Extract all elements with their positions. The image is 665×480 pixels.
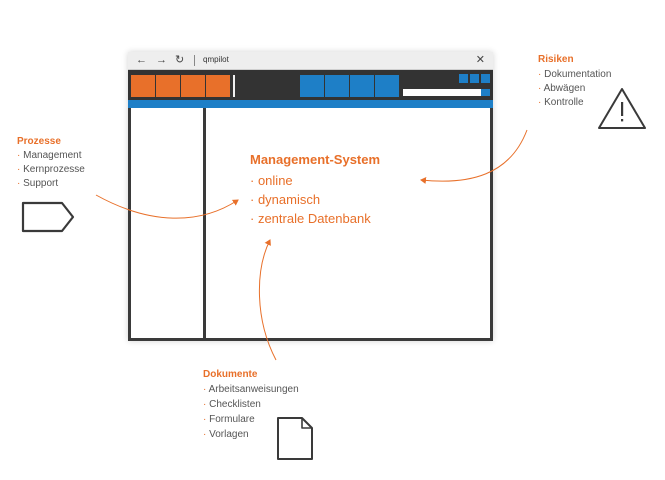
mini-tile-1[interactable]	[459, 74, 468, 83]
dokumente-arrow	[258, 239, 277, 361]
dokumente-item: · Checklisten	[203, 399, 261, 410]
search-input[interactable]	[403, 89, 481, 96]
toolbar-divider	[233, 75, 235, 97]
toolbar-tile-blue-3[interactable]	[350, 75, 374, 97]
management-item: · zentrale Datenbank	[250, 211, 371, 226]
management-system-title: Management-System	[250, 152, 381, 167]
title-bar: ← → ↻ qmpilot ✕	[128, 52, 493, 70]
document-icon	[277, 417, 313, 460]
window-title: qmpilot	[203, 55, 229, 64]
risiken-arrow	[420, 129, 528, 184]
close-icon[interactable]: ✕	[475, 54, 485, 66]
risiken-item: · Kontrolle	[538, 97, 584, 108]
prozesse-item: · Management	[17, 150, 82, 161]
mini-tile-2[interactable]	[470, 74, 479, 83]
management-item: · dynamisch	[250, 192, 321, 207]
management-item: · online	[250, 173, 293, 188]
app-toolbar	[128, 70, 493, 100]
prozesse-item: · Kernprozesse	[17, 164, 85, 175]
toolbar-tile-orange-2[interactable]	[156, 75, 180, 97]
toolbar-tile-blue-1[interactable]	[300, 75, 324, 97]
dokumente-item: · Formulare	[203, 414, 255, 425]
nav-bar	[128, 100, 493, 108]
dokumente-item: · Vorlagen	[203, 429, 249, 440]
risiken-title: Risiken	[538, 54, 574, 65]
dokumente-title: Dokumente	[203, 369, 258, 380]
prozesse-item: · Support	[17, 178, 59, 189]
arrow-left-icon[interactable]: ←	[136, 54, 147, 66]
toolbar-tile-orange-4[interactable]	[206, 75, 230, 97]
reload-icon[interactable]: ↻	[175, 54, 185, 66]
arrow-right-icon[interactable]: →	[156, 54, 167, 66]
risiken-item: · Abwägen	[538, 83, 586, 94]
sidebar-divider	[203, 108, 206, 338]
search-button[interactable]	[481, 89, 490, 96]
dokumente-item: · Arbeitsanweisungen	[203, 384, 299, 395]
warning-icon	[598, 88, 646, 129]
toolbar-tile-orange-1[interactable]	[131, 75, 155, 97]
title-separator	[194, 55, 195, 66]
browser-window: ← → ↻ qmpilot ✕	[128, 52, 493, 341]
toolbar-tile-blue-2[interactable]	[325, 75, 349, 97]
tag-icon	[21, 201, 75, 233]
prozesse-title: Prozesse	[17, 136, 61, 147]
toolbar-tile-blue-4[interactable]	[375, 75, 399, 97]
toolbar-tile-orange-3[interactable]	[181, 75, 205, 97]
prozesse-arrow	[95, 194, 239, 219]
risiken-item: · Dokumentation	[538, 69, 612, 80]
mini-tile-3[interactable]	[481, 74, 490, 83]
